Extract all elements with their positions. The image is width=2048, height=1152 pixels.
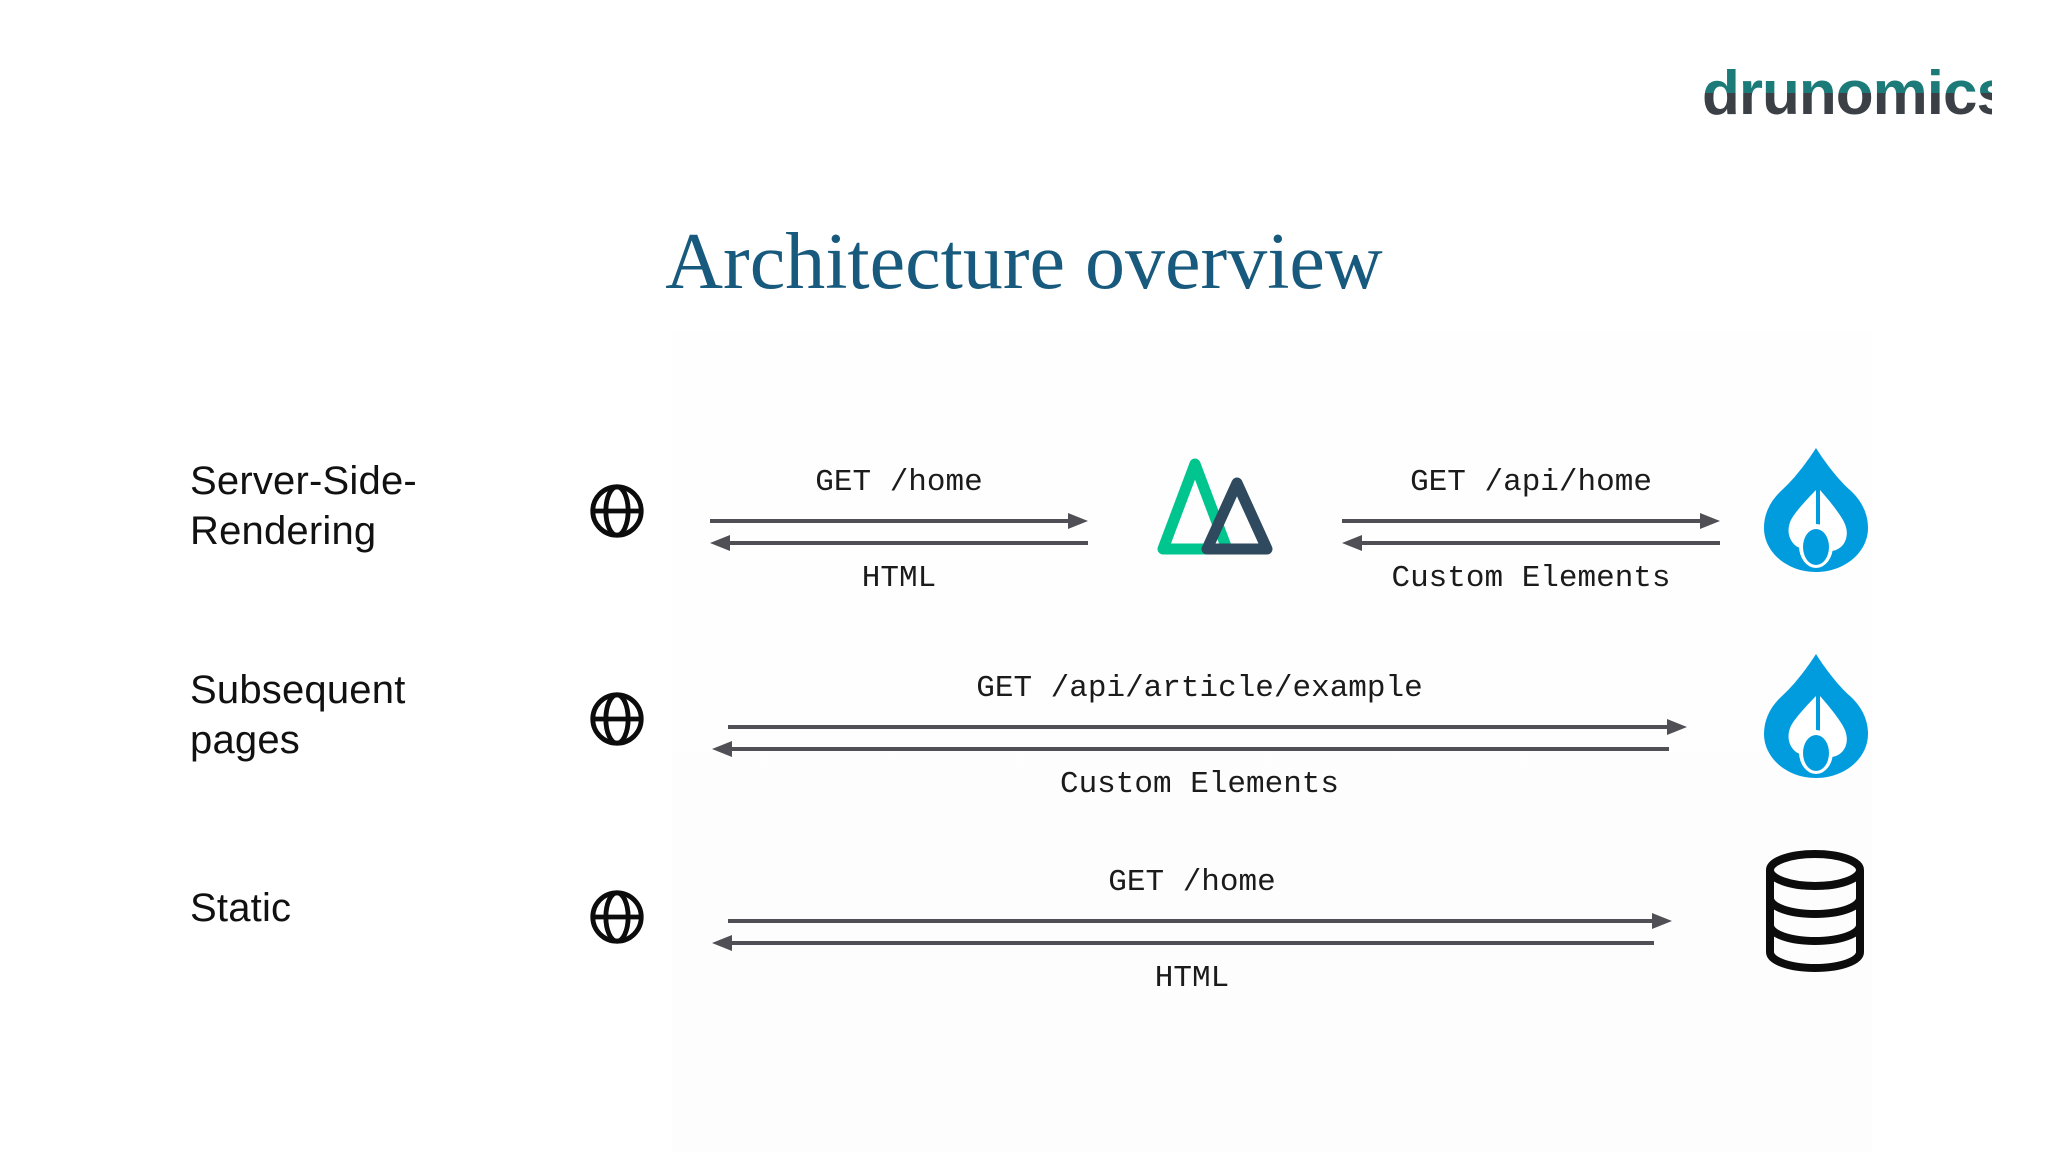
exchange-globe-to-nuxt: GET /home HTML [710,466,1088,596]
svg-text:drunomics: drunomics [1702,62,1992,124]
row-label-line-2: pages [190,718,300,762]
row-label-line-1: Subsequent [190,668,406,712]
drupal-logo [1762,652,1870,780]
exchange-globe-to-drupal: GET /api/article/example Custom Elements [712,672,1687,802]
page-title: Architecture overview [665,218,1383,306]
request-label: GET /api/article/example [976,671,1423,706]
response-label: Custom Elements [1059,767,1340,802]
response-label: HTML [861,561,937,596]
globe-icon [586,886,648,948]
diagram-row-server-side-rendering: Server-Side- Rendering GET /home HTML [0,434,2048,614]
diagram-row-subsequent-pages: Subsequent pages GET /api/article/exampl… [0,610,2048,802]
arrow-pair [712,912,1672,956]
response-label: Custom Elements [1391,561,1671,596]
drupal-logo [1762,446,1870,574]
arrow-pair [1342,512,1720,556]
response-label: HTML [1154,961,1230,996]
nuxt-logo [1157,450,1282,560]
request-label: GET /home [815,465,983,500]
svg-text:drunomics: drunomics [1702,62,1992,124]
database-icon [1760,850,1870,972]
globe-icon [586,688,648,750]
row-label-line-1: Server-Side- [190,459,417,503]
background-panel [672,330,1872,1152]
drunomics-logo: drunomics drunomics [1702,62,1992,124]
exchange-nuxt-to-drupal: GET /api/home Custom Elements [1342,466,1720,596]
row-label-subsequent-pages: Subsequent pages [190,665,570,765]
exchange-globe-to-database: GET /home HTML [712,866,1672,996]
request-label: GET /api/home [1410,465,1652,500]
row-label-line-2: Rendering [190,509,377,553]
row-label-line-1: Static [190,886,292,930]
globe-icon [586,480,648,542]
row-label-static: Static [190,883,570,933]
arrow-pair [712,718,1687,762]
arrow-pair [710,512,1088,556]
request-label: GET /home [1108,865,1276,900]
row-label-server-side-rendering: Server-Side- Rendering [190,456,570,556]
diagram-row-static: Static GET /home HTML [0,810,2048,996]
